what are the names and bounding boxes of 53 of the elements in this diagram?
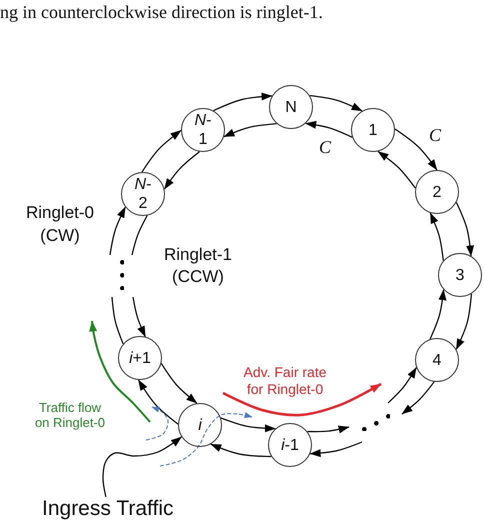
traffic-label: Ingress Traffic (42, 497, 174, 522)
arrow (388, 367, 417, 404)
sentence-text: ng in counterclockwise direction is ringlet-1. (0, 2, 324, 22)
node-label: 2 (432, 182, 442, 202)
arrow (430, 289, 446, 340)
ring-node (415, 170, 459, 214)
arrow (102, 436, 182, 498)
node-label: i (198, 416, 202, 434)
arrow (402, 381, 435, 414)
arrow (305, 120, 353, 138)
arrow (307, 426, 350, 434)
node-label: i+1 (129, 348, 151, 368)
annotation-label: Traffic flow on Ringlet-0 (34, 400, 106, 430)
arrow (456, 202, 474, 256)
arrow (220, 417, 276, 432)
arrow (138, 380, 178, 425)
link-label: C (429, 125, 441, 145)
arrow (132, 296, 146, 338)
ring-node (121, 172, 165, 216)
arrow (210, 444, 272, 458)
arrow (310, 94, 363, 112)
ring-node (268, 423, 312, 467)
node-label: N-1 (194, 111, 212, 149)
arrow (430, 212, 444, 261)
node-label: N (285, 98, 297, 116)
ring-node (269, 85, 313, 129)
ring-node (351, 108, 395, 152)
ring-node (415, 338, 459, 382)
connector-line (111, 296, 124, 344)
node-label: 4 (432, 350, 442, 370)
link-label: C (319, 137, 331, 157)
node-label: 1 (368, 120, 378, 140)
arrow (394, 128, 438, 170)
connector-line (131, 215, 148, 256)
ring-label: Ringlet-0 (CW) (24, 202, 96, 247)
arrow (223, 123, 277, 138)
ring-label: Ringlet-1 (CCW) (162, 244, 234, 288)
arrow (164, 151, 200, 190)
arrow (213, 92, 273, 112)
arrow (310, 441, 362, 458)
arrow (160, 363, 198, 404)
ring-node (178, 403, 222, 447)
node-label: i-1 (281, 436, 299, 454)
node-label: 3 (456, 266, 464, 284)
arrow (109, 206, 126, 256)
node-label: N-2 (134, 175, 152, 213)
ring-node (438, 253, 482, 297)
arrow (141, 130, 182, 172)
arrow (456, 294, 472, 350)
annotation-label: Adv. Fair rate for Ringlet-0 (242, 364, 328, 398)
ring-node (181, 108, 225, 152)
ring-node (118, 336, 162, 380)
arrow (378, 150, 416, 188)
